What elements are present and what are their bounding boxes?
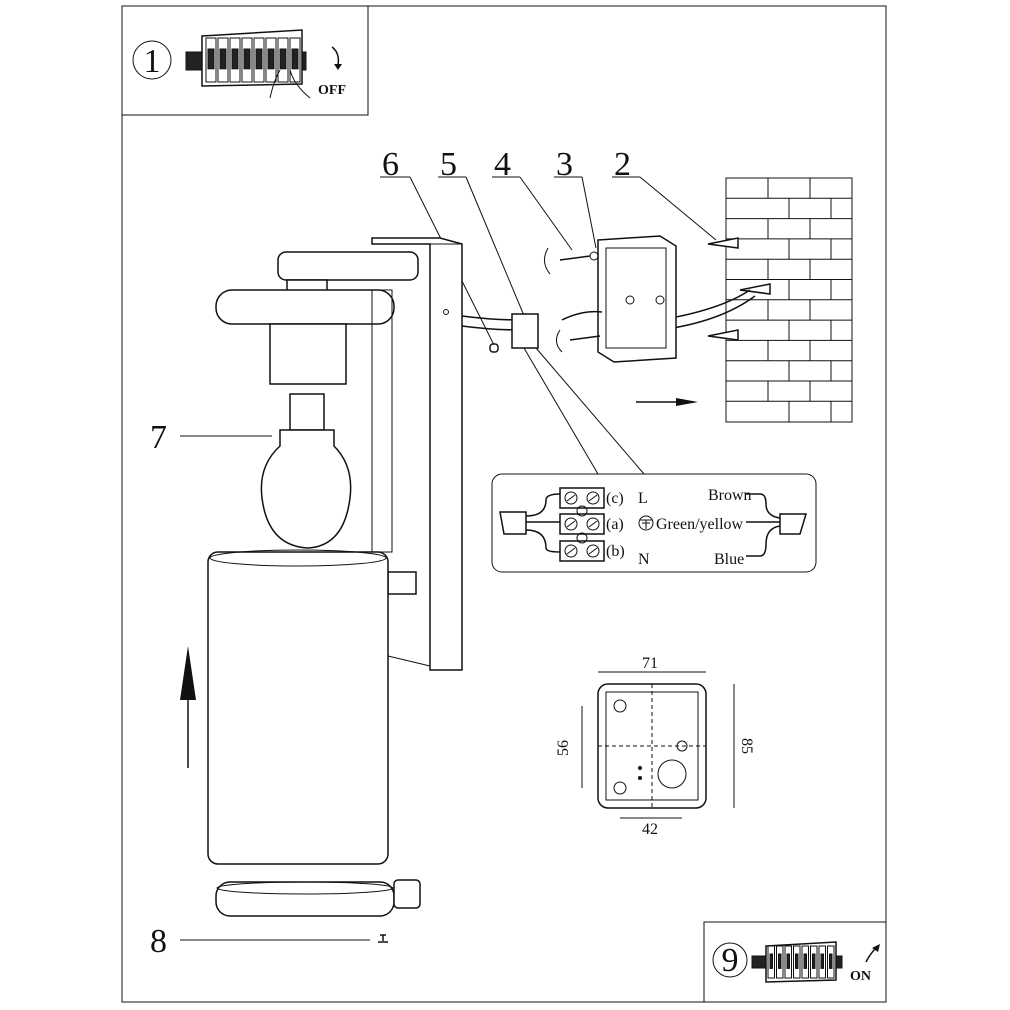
page-frame [121,5,887,1003]
breaker-switch [778,953,782,969]
bottom-cap [215,879,421,917]
lamp-bracket [215,237,463,671]
dimension-width: 71 [642,655,658,672]
callouts: 6 5 4 3 2 7 8 [150,146,717,960]
dimension-hole-horizontal: 42 [642,821,658,838]
breaker-switch [219,48,227,70]
breaker-switch [279,48,287,70]
neutral-label: N [638,551,650,568]
green-yellow-label: Green/yellow [656,516,744,533]
breaker-switch [291,48,299,70]
callout-5: 5 [440,146,457,183]
diffuser-tube [207,549,389,865]
junction-box [597,235,677,363]
breaker-switch [795,953,799,969]
dimension-height: 85 [738,738,755,754]
box-dimension-drawing: 71 85 56 42 [555,655,755,838]
screw-terminal-icon [586,544,600,558]
connector-cap [489,343,499,353]
terminal-b: (b) [606,543,625,560]
screws [544,247,601,353]
arm [277,251,419,281]
screw-terminal-icon [564,544,578,558]
lamp-holder [269,323,347,385]
top-cap [215,289,395,325]
step1-number: 1 [144,43,161,80]
screw-terminal-icon [586,517,600,531]
callout-7: 7 [150,419,167,456]
breaker-switch [255,48,263,70]
callout-6: 6 [382,146,399,183]
terminal-block [511,313,539,349]
step1-panel: 1 OFF [121,5,369,116]
blue-label: Blue [714,551,744,568]
live-label: L [638,490,648,507]
hand-icon [269,69,311,99]
callout-8: 8 [150,923,167,960]
breaker-switch [769,953,773,969]
step9-action: ON [850,969,871,984]
light-bulb [260,393,352,549]
screw-terminal-icon [564,491,578,505]
circuit-breaker-icon [185,29,307,87]
breaker-switch [829,953,833,969]
breaker-switch [812,953,816,969]
screw-terminal-icon [564,517,578,531]
wall-plugs [707,237,771,341]
terminal-a: (a) [606,516,624,533]
dimension-hole-vertical: 56 [555,740,572,756]
callout-3: 3 [556,146,573,183]
step9-panel: 9 ON [703,921,887,1003]
breaker-switch [243,48,251,70]
breaker-switch [231,48,239,70]
screw-icon [378,934,388,943]
callout-4: 4 [494,146,511,183]
breaker-switch [803,953,807,969]
circuit-breaker-icon [751,941,843,983]
step1-action: OFF [318,83,346,98]
breaker-switch [820,953,824,969]
screw-terminal-icon [586,491,600,505]
arrow-down-icon [331,46,340,66]
step-circle-icon [712,942,748,978]
terminal-c: (c) [606,490,624,507]
wiring-detail-panel: (c) (a) (b) L N Green/yellow Brown Blue [491,473,817,573]
step9-number: 9 [722,942,739,979]
callout-2: 2 [614,146,631,183]
earth-icon [638,515,654,531]
arrow-up-icon [865,947,877,963]
breaker-switch [207,48,215,70]
brown-label: Brown [708,487,752,504]
breaker-switch [267,48,275,70]
brick-wall [725,177,853,423]
step-circle-icon [132,40,172,80]
breaker-switch [786,953,790,969]
